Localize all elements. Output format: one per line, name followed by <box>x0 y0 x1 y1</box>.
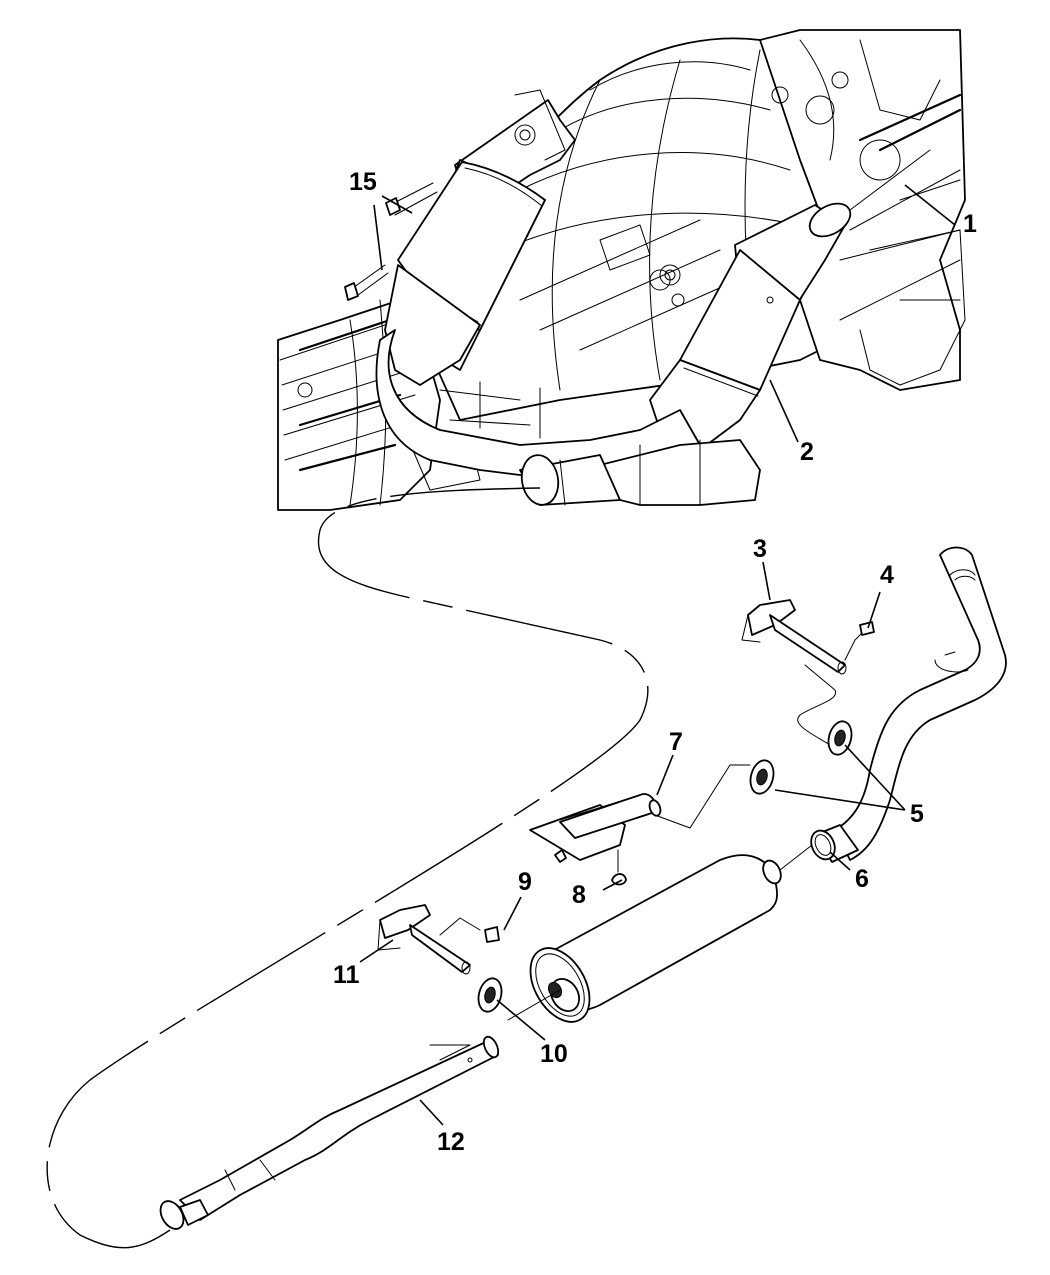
callout-labels: 1 2 3 4 5 6 7 8 9 10 11 12 15 <box>333 168 977 1156</box>
left-catalytic-converter <box>384 89 576 386</box>
callout-5: 5 <box>910 800 924 828</box>
callout-8: 8 <box>572 881 586 909</box>
callout-7: 7 <box>669 728 683 756</box>
y-pipe <box>375 329 761 506</box>
hanger-guide-line-rear <box>797 664 837 749</box>
right-catalytic-converter <box>649 202 852 451</box>
leader-lines <box>359 184 956 1126</box>
rubber-isolator-front-core <box>484 986 496 1004</box>
muffler-hanger-bracket <box>529 793 662 886</box>
tailpipe-clamp <box>810 824 859 863</box>
front-hanger-bracket <box>377 904 500 975</box>
callout-12: 12 <box>437 1128 465 1156</box>
callout-1: 1 <box>963 210 977 238</box>
tailpipe <box>834 546 1007 861</box>
rubber-isolator-mid-core <box>756 768 768 786</box>
callout-3: 3 <box>753 535 767 563</box>
rear-hanger-bracket <box>741 599 875 675</box>
callout-6: 6 <box>855 865 869 893</box>
hanger-guide-line-mid <box>654 764 751 829</box>
callout-10: 10 <box>540 1040 568 1068</box>
callout-2: 2 <box>800 438 814 466</box>
callout-11: 11 <box>333 961 360 989</box>
muffler <box>507 844 813 1023</box>
converter-studs <box>344 182 438 301</box>
intermediate-pipe <box>159 1035 500 1230</box>
callout-15: 15 <box>349 168 377 196</box>
callout-4: 4 <box>880 561 894 589</box>
assembly-guide-line <box>46 487 649 1249</box>
callout-9: 9 <box>518 868 532 896</box>
rubber-isolator-rear-core <box>834 729 846 747</box>
